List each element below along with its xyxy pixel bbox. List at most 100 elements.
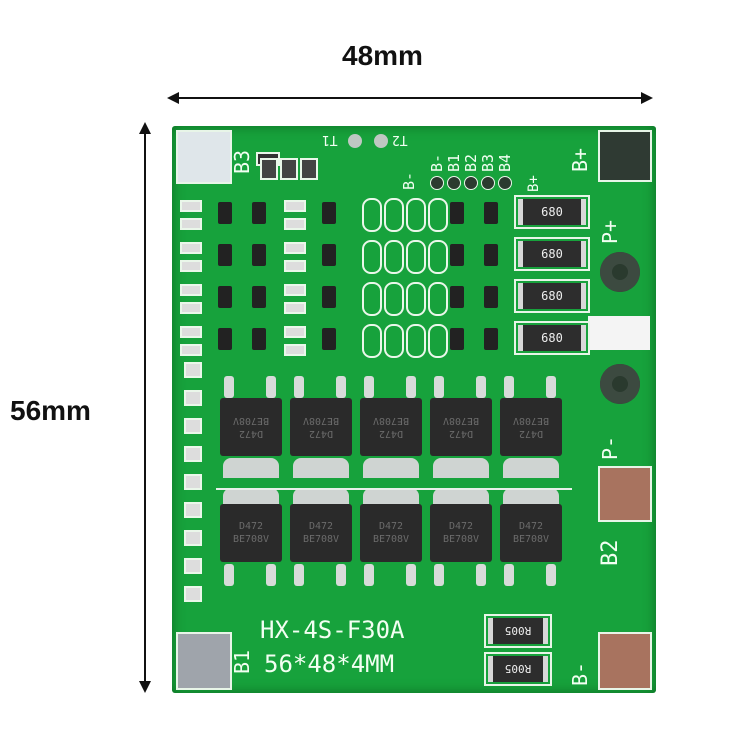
mosfet-leg bbox=[406, 376, 416, 398]
sot23-transistor bbox=[322, 286, 336, 308]
sot23-transistor bbox=[252, 328, 266, 350]
mosfet-leg bbox=[406, 564, 416, 586]
mosfet-marking: D472 bbox=[448, 428, 474, 439]
mosfet-marking: BE708V bbox=[302, 415, 340, 426]
mosfet-marking: D472 bbox=[238, 521, 264, 532]
mosfet-leg bbox=[546, 564, 556, 586]
p-plus-bridge-pad bbox=[588, 316, 650, 350]
resistor-680: 680 bbox=[514, 321, 590, 355]
label-b-plus: B+ bbox=[568, 147, 592, 172]
mosfet-marking: BE708V bbox=[512, 415, 550, 426]
t1-hole bbox=[348, 134, 362, 148]
mosfet-leg bbox=[294, 564, 304, 586]
b2-pad bbox=[598, 466, 652, 522]
smd-capacitor bbox=[384, 282, 404, 316]
resistor-680: 680 bbox=[514, 237, 590, 271]
mosfet-tab bbox=[293, 458, 349, 478]
smd-capacitor bbox=[384, 198, 404, 232]
silk-divider bbox=[216, 488, 572, 490]
smd-resistor bbox=[284, 218, 306, 230]
mosfet-tab bbox=[223, 458, 279, 478]
mosfet-marking: D472 bbox=[518, 521, 544, 532]
mosfet-marking: BE708V bbox=[232, 415, 270, 426]
b1-pad bbox=[176, 632, 232, 690]
sot23-transistor bbox=[322, 328, 336, 350]
sot23-transistor bbox=[484, 202, 498, 224]
sot23-transistor bbox=[252, 286, 266, 308]
smd-part-left bbox=[184, 390, 202, 406]
smd-resistor bbox=[180, 218, 202, 230]
smd-part-left bbox=[184, 446, 202, 462]
mosfet-tab bbox=[363, 458, 419, 478]
height-label: 56mm bbox=[10, 395, 91, 426]
mosfet-leg bbox=[434, 376, 444, 398]
b3-pad bbox=[176, 130, 232, 184]
sot23-transistor bbox=[252, 202, 266, 224]
sot23-transistor bbox=[252, 244, 266, 266]
height-arrow bbox=[139, 122, 151, 693]
label-t2: T2 bbox=[392, 132, 408, 147]
smd-part-left bbox=[184, 474, 202, 490]
mosfet-leg bbox=[364, 564, 374, 586]
mosfet-tab bbox=[433, 458, 489, 478]
smd-resistor bbox=[180, 284, 202, 296]
sot23-transistor bbox=[484, 286, 498, 308]
smd-resistor bbox=[284, 302, 306, 314]
sot23-transistor bbox=[218, 328, 232, 350]
sot23-transistor bbox=[218, 244, 232, 266]
p-minus-hole bbox=[600, 364, 640, 404]
smd-capacitor bbox=[428, 198, 448, 232]
smd-capacitor bbox=[406, 282, 426, 316]
mosfet-tab bbox=[293, 488, 349, 508]
smd-resistor bbox=[180, 326, 202, 338]
header-pin bbox=[447, 176, 461, 190]
mosfet-leg bbox=[546, 376, 556, 398]
mosfet-leg bbox=[224, 564, 234, 586]
p-plus-hole bbox=[600, 252, 640, 292]
smd-resistor bbox=[180, 242, 202, 254]
smd-cap bbox=[260, 158, 278, 180]
smd-part-left bbox=[184, 502, 202, 518]
mosfet-marking: D472 bbox=[308, 521, 334, 532]
smd-resistor bbox=[180, 302, 202, 314]
header-pin bbox=[498, 176, 512, 190]
label-header-pin: B- bbox=[428, 153, 446, 172]
sot23-transistor bbox=[450, 328, 464, 350]
smd-capacitor bbox=[406, 198, 426, 232]
mosfet-tab bbox=[223, 488, 279, 508]
header-pin bbox=[464, 176, 478, 190]
smd-capacitor bbox=[428, 324, 448, 358]
smd-capacitor bbox=[362, 282, 382, 316]
smd-capacitor bbox=[406, 324, 426, 358]
mosfet-tab bbox=[503, 458, 559, 478]
label-b2: B2 bbox=[598, 539, 623, 567]
b-minus-pad bbox=[598, 632, 652, 690]
smd-capacitor bbox=[406, 240, 426, 274]
mosfet-marking: BE708V bbox=[372, 534, 410, 545]
mosfet-leg bbox=[336, 564, 346, 586]
sot23-transistor bbox=[218, 286, 232, 308]
label-header-pin: B2 bbox=[462, 153, 480, 172]
mosfet-leg bbox=[476, 376, 486, 398]
smd-resistor bbox=[180, 344, 202, 356]
smd-capacitor bbox=[362, 240, 382, 274]
resistor-680: 680 bbox=[514, 195, 590, 229]
mosfet-leg bbox=[364, 376, 374, 398]
smd-capacitor bbox=[384, 324, 404, 358]
mosfet-leg bbox=[434, 564, 444, 586]
mosfet-leg bbox=[476, 564, 486, 586]
resistor-680: 680 bbox=[514, 279, 590, 313]
mosfet-leg bbox=[504, 376, 514, 398]
resistor-r005: R005 bbox=[484, 614, 552, 648]
label-b3: B3 bbox=[230, 149, 254, 174]
sot23-transistor bbox=[322, 244, 336, 266]
sot23-transistor bbox=[484, 244, 498, 266]
smd-part-left bbox=[184, 362, 202, 378]
